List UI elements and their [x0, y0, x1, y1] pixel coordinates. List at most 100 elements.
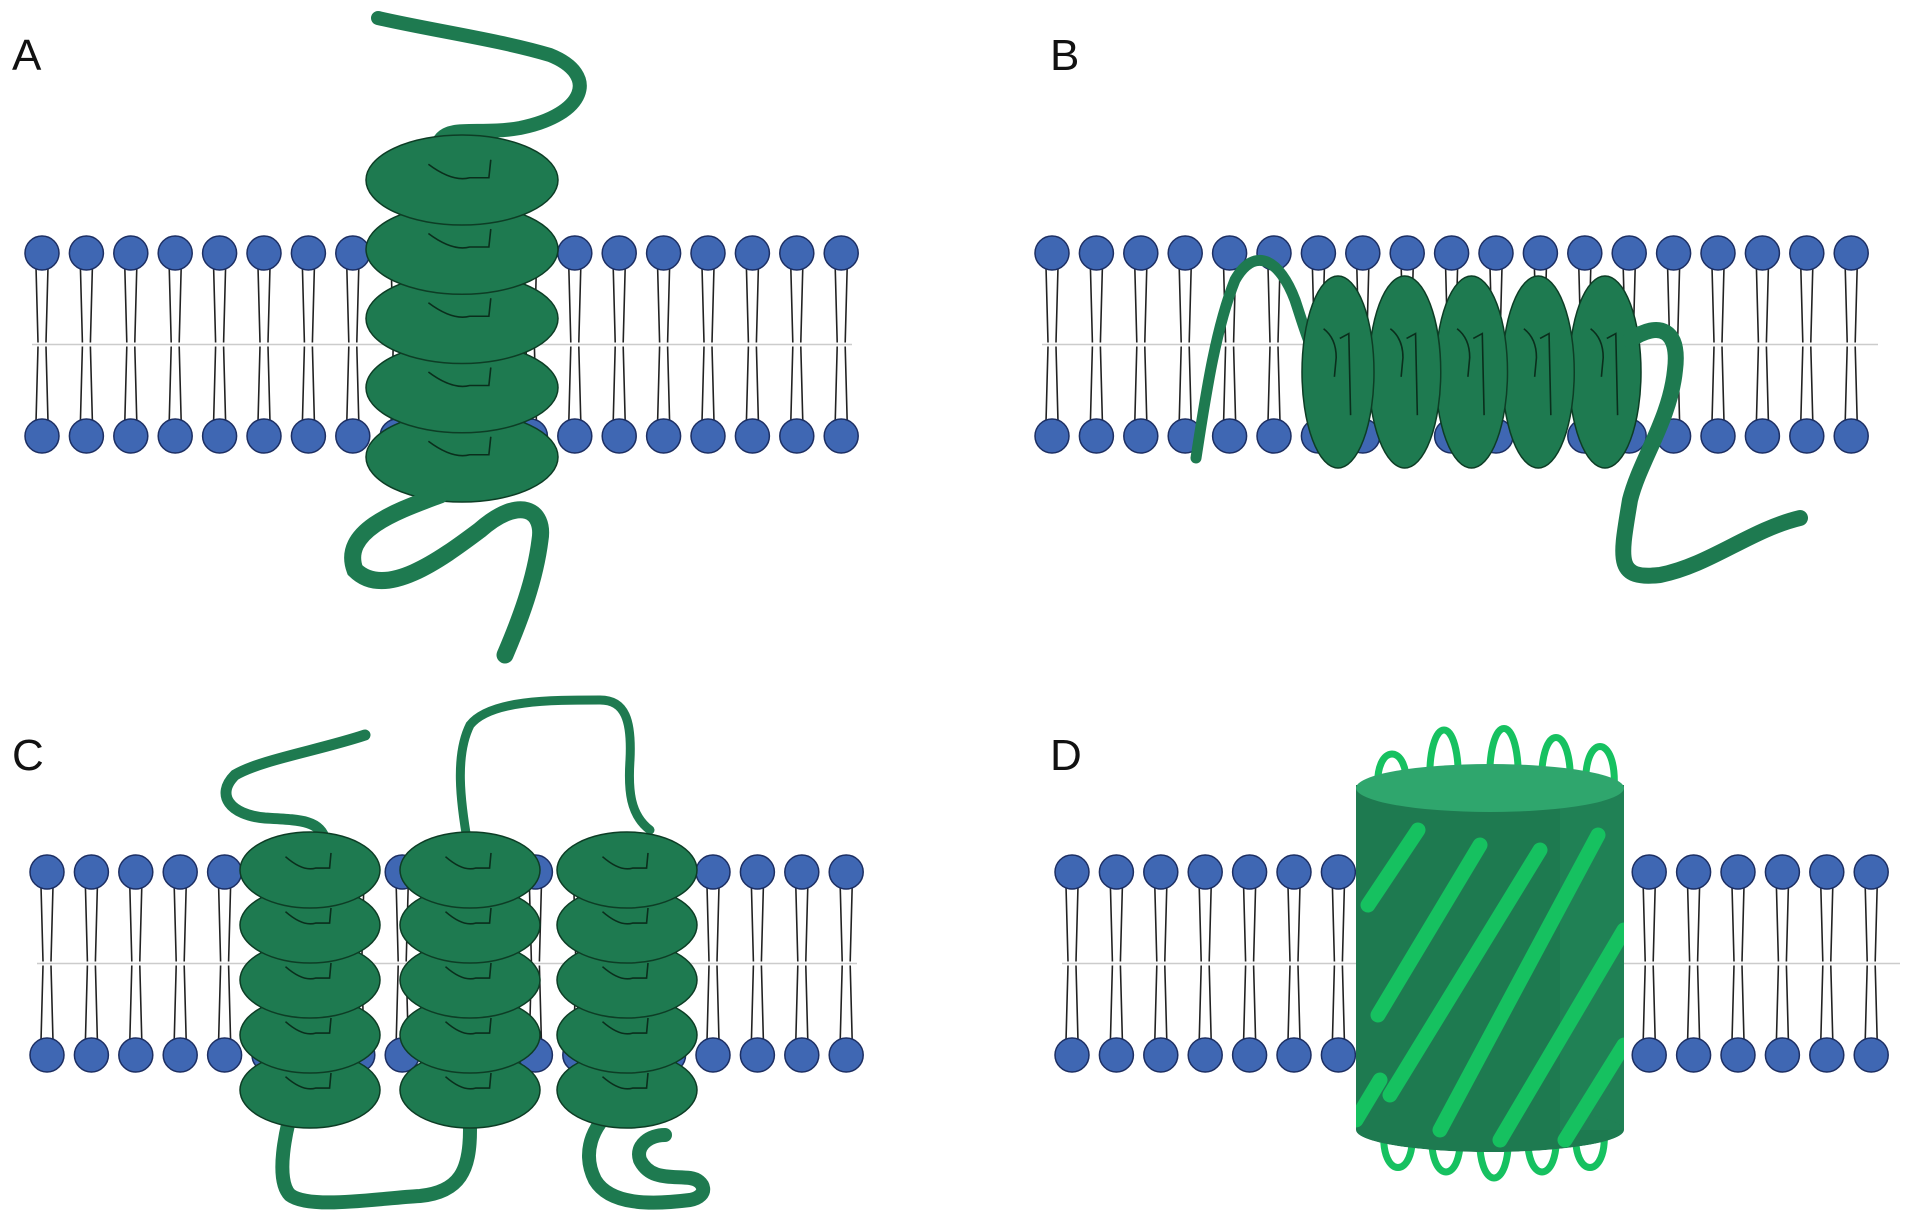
lipid-head-lower [1700, 418, 1736, 454]
lipid-head-lower [1833, 418, 1869, 454]
lipid-head-upper [1631, 854, 1667, 890]
lipid-head-lower [246, 418, 282, 454]
lipid-head-lower [201, 418, 238, 454]
lipid-head-upper [1700, 235, 1736, 271]
helix-c-1 [239, 831, 381, 1129]
lipid-head-upper [1187, 854, 1223, 890]
lipid-tail-upper [834, 266, 848, 343]
beta-strand [1370, 837, 1488, 1023]
lipid-tail-lower [35, 346, 49, 423]
lipid-head-upper [1675, 854, 1712, 890]
lipid-tail-upper [706, 885, 720, 962]
lipid-head-upper [29, 854, 65, 890]
c-terminal-loop-c [582, 1098, 711, 1210]
lipid-head-upper [1433, 235, 1470, 271]
lipid-tail-lower [217, 965, 232, 1042]
n-terminal-loop-c [220, 729, 371, 846]
lipid-head-lower [1034, 418, 1070, 454]
lipid-tail-upper [1642, 885, 1656, 962]
lipid-tail-lower [1065, 965, 1079, 1042]
helix-backbone [427, 298, 492, 318]
barrel-top [1356, 764, 1624, 812]
lipid-head-lower [695, 1037, 731, 1073]
lipid-tail-upper [84, 885, 99, 962]
lipid-head-lower [1631, 1037, 1667, 1073]
lipid-tail-upper [745, 266, 760, 343]
lipid-head-lower [24, 418, 60, 454]
lipid-head-upper [1478, 235, 1514, 271]
lipid-tail-upper [173, 885, 187, 962]
lipid-tail-upper [1198, 885, 1212, 962]
lipid-head-upper [1167, 235, 1203, 271]
lipid-head-upper [335, 235, 371, 271]
lipid-head-lower [1054, 1037, 1090, 1073]
lipid-tail-lower [795, 965, 809, 1042]
lipid-tail-upper [1109, 885, 1124, 962]
lipid-head-lower [1276, 1037, 1312, 1073]
lipid-head-upper [690, 235, 726, 271]
lipid-tail-lower [750, 965, 765, 1042]
helix-backbone [1389, 328, 1419, 416]
lipid-tail-lower [1045, 346, 1059, 423]
lipid-tail-upper [1844, 266, 1858, 343]
beta-strand [1360, 822, 1426, 913]
lipid-head-lower [828, 1037, 864, 1073]
lipid-tail-upper [124, 266, 138, 343]
lipid-tail-upper [217, 885, 232, 962]
lipid-tail-upper [1242, 885, 1257, 962]
helix-backbone [1523, 328, 1552, 416]
lipid-tail-upper [1134, 266, 1148, 343]
lipid-tail-lower [1731, 965, 1745, 1042]
lipid-tail-lower [1089, 346, 1104, 423]
lipid-head-upper [1276, 854, 1312, 890]
lipid-head-lower [601, 418, 637, 454]
lipid-head-lower [823, 418, 859, 454]
lipid-head-upper [1034, 235, 1070, 271]
lipid-tail-lower [1711, 346, 1725, 423]
helix-backbone [444, 1072, 492, 1090]
lipid-tail-lower [346, 346, 360, 423]
helix-backbone [1323, 328, 1352, 416]
lipid-head-upper [739, 854, 776, 890]
lipid-head-upper [1078, 235, 1115, 271]
lipid-tail-lower [1820, 965, 1834, 1042]
beta-strand [1356, 1072, 1388, 1128]
lipid-head-lower [734, 418, 771, 454]
lipid-head-lower [557, 418, 593, 454]
helix-backbone [427, 367, 492, 388]
helix-a [365, 134, 559, 503]
protein-b-horizontal-helix [1190, 254, 1808, 584]
lipid-head-upper [784, 854, 820, 890]
helix-backbone [284, 907, 332, 925]
lipid-tail-upper [346, 266, 360, 343]
lipid-tail-lower [301, 346, 316, 423]
lipid-head-lower [1211, 418, 1248, 454]
lipid-tail-lower [790, 346, 804, 423]
lipid-head-lower [1764, 1037, 1801, 1073]
lipid-tail-upper [1864, 885, 1878, 962]
lipid-head-upper [1833, 235, 1869, 271]
lipid-head-upper [823, 235, 859, 271]
lipid-head-upper [734, 235, 771, 271]
lipid-head-lower [1098, 1037, 1135, 1073]
helix-backbone [1456, 328, 1485, 416]
lipid-head-upper [1567, 235, 1603, 271]
helix-backbone [284, 1072, 332, 1090]
c-terminal-loop-a [344, 486, 550, 664]
lipid-tail-upper [750, 885, 765, 962]
lipid-tail-upper [1045, 266, 1059, 343]
lipid-head-upper [1211, 235, 1248, 271]
lipid-head-upper [1320, 854, 1357, 890]
lipid-head-upper [1853, 854, 1889, 890]
lipid-tail-lower [1109, 965, 1124, 1042]
lipid-tail-lower [1198, 965, 1212, 1042]
lipid-tail-lower [701, 346, 715, 423]
beta-strand [1557, 1037, 1624, 1148]
helix-turn [1501, 275, 1575, 469]
lipid-head-upper [1054, 854, 1090, 890]
lipid-head-lower [206, 1037, 243, 1073]
lipid-head-lower [1675, 1037, 1712, 1073]
lipid-tail-upper [35, 266, 49, 343]
beta-strand [1382, 842, 1548, 1103]
c-terminal-loop-b [1615, 322, 1808, 584]
